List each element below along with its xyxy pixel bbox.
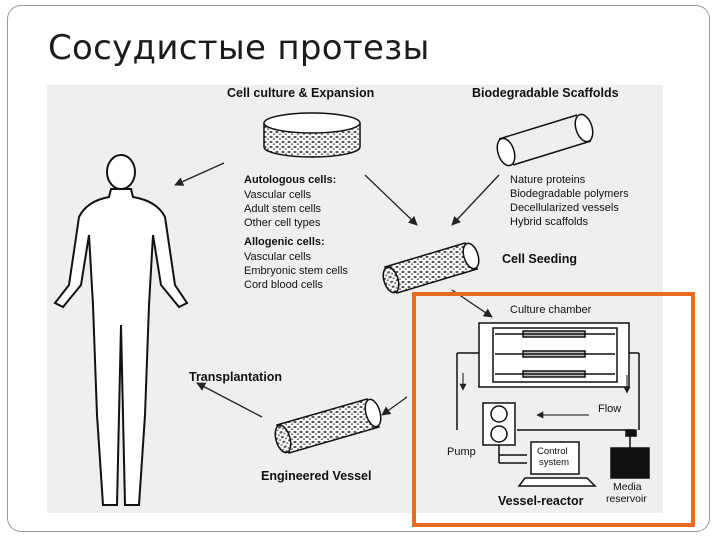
control-system-label: system: [539, 457, 569, 468]
flow-label: Flow: [598, 403, 621, 415]
allogenic-item: Vascular cells: [244, 251, 312, 263]
transplantation-label: Transplantation: [189, 370, 282, 384]
allogenic-heading: Allogenic cells:: [244, 236, 325, 248]
scaffolds-title: Biodegradable Scaffolds: [472, 86, 619, 100]
autologous-item: Adult stem cells: [244, 203, 322, 215]
arrow-reactor-to-vessel: [381, 396, 408, 416]
scaffold-item: Nature proteins: [510, 174, 586, 186]
cell-seeding-label: Cell Seeding: [502, 252, 577, 266]
media-reservoir-label: reservoir: [606, 493, 647, 505]
autologous-heading: Autologous cells:: [244, 174, 336, 186]
scaffold-item: Biodegradable polymers: [510, 188, 629, 200]
cell-culture-title: Cell culture & Expansion: [227, 86, 374, 100]
scaffold-item: Decellularized vessels: [510, 202, 619, 214]
engineered-vessel-label: Engineered Vessel: [261, 469, 371, 483]
control-system-label: Control: [537, 446, 568, 457]
autologous-item: Vascular cells: [244, 189, 312, 201]
arrow-to-body: [174, 162, 225, 186]
allogenic-item: Embryonic stem cells: [244, 265, 348, 277]
media-reservoir-label: Media: [613, 481, 642, 493]
vessel-reactor-label: Vessel-reactor: [498, 494, 584, 508]
highlight-frame: [412, 292, 695, 527]
arrow-scaffold-to-seeding: [451, 174, 500, 226]
tissue-engineering-figure: Cell culture & Expansion Biodegradable S…: [47, 85, 663, 513]
arrow-vessel-to-body: [196, 382, 263, 418]
pump-label: Pump: [447, 446, 476, 458]
arrow-cells-to-seeding: [364, 174, 418, 226]
culture-chamber-label: Culture chamber: [510, 304, 592, 316]
seeded-vessel-icon: [382, 242, 480, 294]
bioreactor-schematic: Culture chamber: [456, 304, 650, 487]
scaffold-item: Hybrid scaffolds: [510, 216, 589, 228]
allogenic-item: Cord blood cells: [244, 279, 323, 291]
petri-dish-icon: [263, 112, 361, 158]
slide-title: Сосудистые протезы: [48, 28, 430, 68]
human-body-icon: [53, 154, 189, 506]
autologous-item: Other cell types: [244, 217, 321, 229]
engineered-vessel-icon: [274, 398, 382, 454]
scaffold-tube-icon: [496, 113, 594, 167]
